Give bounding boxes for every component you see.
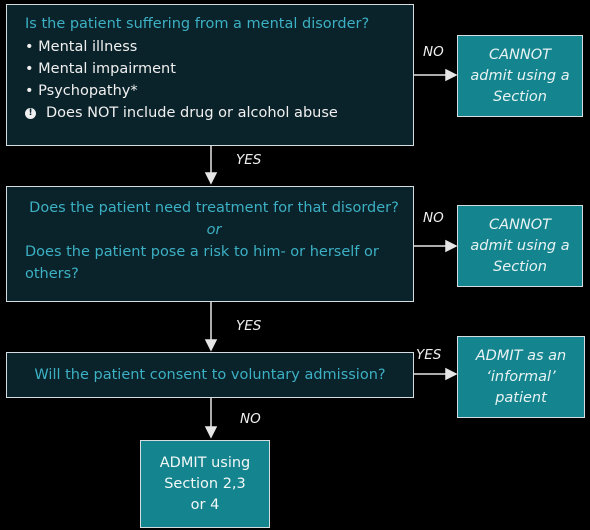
arrowhead-q3-no xyxy=(204,426,218,439)
bullet-mental-impairment: Mental impairment xyxy=(25,58,401,80)
edge-label-q1-no: NO xyxy=(423,44,444,60)
bullet-mental-illness: Mental illness xyxy=(25,36,401,58)
question-mental-disorder: Is the patient suffering from a mental d… xyxy=(6,4,414,146)
outcome-admit-informal: ADMIT as an ‘informal’ patient xyxy=(457,336,585,418)
arrowhead-q3-yes xyxy=(445,367,458,381)
question-treatment: Does the patient need treatment for that… xyxy=(29,200,399,216)
outcome-cannot-admit-1: CANNOT admit using a Section xyxy=(457,35,583,117)
edge-label-q3-yes: YES xyxy=(416,347,442,363)
exclusion-warning: ! Does NOT include drug or alcohol abuse xyxy=(25,102,401,124)
exclamation-icon: ! xyxy=(25,107,36,119)
bullet-psychopathy: Psychopathy* xyxy=(25,80,401,102)
arrowhead-q2-no xyxy=(445,239,458,253)
outcome-admit-informal-text: ADMIT as an ‘informal’ patient xyxy=(475,347,567,406)
outcome-cannot-admit-2: CANNOT admit using a Section xyxy=(457,205,583,287)
outcome-admit-section: ADMIT using Section 2,3 or 4 xyxy=(140,440,270,528)
disorder-list: Mental illness Mental impairment Psychop… xyxy=(25,36,401,102)
outcome-cannot-admit-2-text: CANNOT admit using a Section xyxy=(470,216,570,275)
question-voluntary-consent-text: Will the patient consent to voluntary ad… xyxy=(34,367,386,383)
exclusion-warning-text: Does NOT include drug or alcohol abuse xyxy=(46,105,338,121)
question-voluntary-consent: Will the patient consent to voluntary ad… xyxy=(6,352,414,398)
question-mental-disorder-title: Is the patient suffering from a mental d… xyxy=(25,16,370,32)
outcome-cannot-admit-1-text: CANNOT admit using a Section xyxy=(470,46,570,105)
question-risk: Does the patient pose a risk to him- or … xyxy=(25,244,379,282)
arrowhead-q1-yes xyxy=(204,172,218,185)
question-or-connector: or xyxy=(206,222,222,238)
edge-label-q2-no: NO xyxy=(423,210,444,226)
edge-label-q2-yes: YES xyxy=(236,318,262,334)
outcome-admit-section-text: ADMIT using Section 2,3 or 4 xyxy=(159,454,251,513)
arrowhead-q1-no xyxy=(445,68,458,82)
arrowhead-q2-yes xyxy=(204,339,218,352)
question-treatment-or-risk: Does the patient need treatment for that… xyxy=(6,186,414,302)
edge-label-q1-yes: YES xyxy=(236,152,262,168)
edge-label-q3-no: NO xyxy=(240,411,261,427)
